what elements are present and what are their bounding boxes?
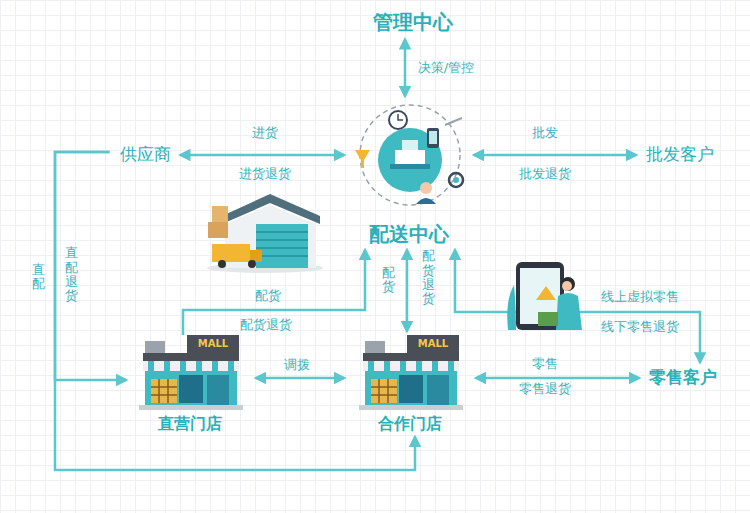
flow-label: 线上虚拟零售 [601, 289, 679, 305]
basket-weave [151, 379, 177, 403]
person-head [420, 182, 432, 194]
node-box: 配送中心 [348, 98, 470, 246]
node-label: 供应商 [120, 145, 171, 165]
door [256, 224, 308, 268]
phone [516, 262, 564, 330]
flow-label: 决策/管控 [418, 60, 474, 76]
hub-illustration [355, 105, 463, 205]
person-body [416, 198, 436, 204]
node-box: 批发客户 [642, 143, 718, 167]
node-label: 零售客户 [649, 368, 717, 388]
clock-hands [398, 114, 403, 120]
door [427, 375, 449, 405]
connector [404, 40, 407, 97]
phone-icon [427, 128, 439, 148]
node-label: 管理中心 [373, 11, 453, 34]
basket [538, 312, 558, 326]
chimney [145, 341, 165, 355]
node-label: 直营门店 [158, 415, 222, 433]
roof-band [363, 353, 459, 361]
connector [55, 152, 126, 380]
hub-base [390, 164, 430, 169]
product [536, 286, 556, 300]
flow-label: 进货 [252, 125, 278, 141]
store-illustration [139, 335, 243, 410]
hub-podium [395, 150, 425, 164]
node-box: 管理中心 [369, 9, 457, 36]
clock-icon [389, 111, 407, 129]
flow-label: 零售退货 [519, 381, 571, 397]
connector [474, 154, 636, 157]
connector [256, 377, 344, 380]
connector [476, 377, 639, 380]
leaf [507, 285, 516, 330]
awning-stripes [151, 361, 231, 371]
sign [407, 335, 459, 353]
flow-label: 批发退货 [519, 166, 571, 182]
node-box: 合作门店 [350, 333, 470, 433]
node-box: 供应商 [116, 143, 175, 167]
base [359, 405, 463, 410]
magnifier-dot [453, 177, 459, 183]
funnel-icon [355, 150, 370, 168]
sign-text: MALL [198, 338, 228, 350]
flow-label: 配货退货 [240, 317, 292, 333]
connector [55, 152, 415, 470]
node-box: 零售客户 [645, 366, 721, 390]
flow-label: 进货退货 [239, 166, 291, 182]
hub-box [402, 140, 418, 150]
node-box: 直营门店 [130, 333, 250, 433]
basket [371, 379, 397, 403]
sign [187, 335, 239, 353]
shopper-head [561, 277, 575, 291]
truck-body [212, 244, 250, 262]
flow-label: 调拨 [284, 357, 310, 373]
flow-label: 直配 [32, 263, 45, 292]
roof-band [143, 353, 239, 361]
flow-label: 线下零售退货 [601, 319, 679, 335]
connector [406, 250, 409, 331]
flow-label: 配货 [382, 266, 395, 295]
connector [455, 250, 700, 362]
node-label: 配送中心 [369, 223, 449, 246]
shopper-face [562, 281, 572, 291]
chimney [365, 341, 385, 355]
connector [181, 154, 345, 157]
node-label: 合作门店 [378, 415, 442, 433]
basket [151, 379, 177, 403]
store-illustration [359, 335, 463, 410]
awning [143, 361, 239, 371]
magnifier-icon [449, 173, 463, 187]
base [139, 405, 243, 410]
hub-dash [445, 118, 462, 125]
dashed-ring [360, 105, 460, 205]
online-shop-illustration [507, 262, 582, 330]
door [207, 375, 229, 405]
box [208, 222, 228, 238]
node-label: 批发客户 [646, 145, 714, 165]
awning [363, 361, 459, 371]
wheel [218, 260, 226, 268]
flow-label: 配货退货 [422, 249, 435, 306]
hub-disc [378, 128, 442, 192]
basket-weave [371, 379, 397, 403]
wheel [248, 260, 256, 268]
phone-screen [429, 131, 437, 144]
flow-label: 零售 [532, 356, 558, 372]
flow-label: 配货 [255, 288, 281, 304]
flow-label: 直配退货 [65, 246, 78, 303]
door-slats [256, 232, 308, 256]
warehouse-illustration [207, 194, 323, 273]
window [179, 375, 203, 403]
awning-stripes [371, 361, 451, 371]
flow-label: 批发 [532, 125, 558, 141]
sign-text: MALL [418, 338, 448, 350]
box [212, 206, 228, 222]
shopper-body [556, 293, 582, 330]
window [399, 375, 423, 403]
